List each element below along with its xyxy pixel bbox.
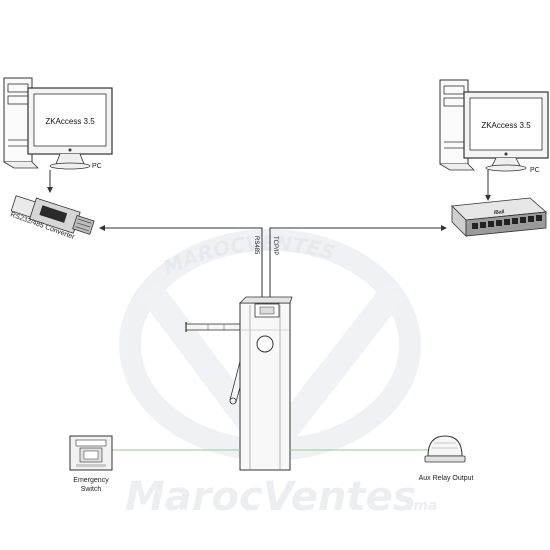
- rs485-label: RS485: [253, 236, 259, 255]
- network-switch: iBall: [451, 197, 547, 237]
- rs485-link: [99, 225, 263, 300]
- aux-relay-label: Aux Relay Output: [419, 475, 474, 482]
- turnstile-hub: [256, 335, 274, 353]
- right-pc-tower: [439, 79, 475, 171]
- tcpip-link: [269, 225, 447, 300]
- rs232-485-converter: RS232/485 Converter: [9, 195, 95, 241]
- left-pc-label: PC: [92, 163, 102, 170]
- right-pc-screen-text: ZKAccess 3.5: [481, 121, 531, 130]
- left-pc: ZKAccess 3.5 PC: [3, 77, 113, 170]
- right-pc-monitor: ZKAccess 3.5: [463, 91, 549, 172]
- left-pc-screen-text: ZKAccess 3.5: [45, 117, 95, 126]
- tcpip-label: TCP/IP: [272, 236, 278, 255]
- emergency-label-line2: Switch: [81, 486, 102, 493]
- emergency-label-line1: Emergency: [73, 477, 109, 484]
- switch-brand: iBall: [494, 209, 506, 216]
- turnstile: [185, 296, 293, 471]
- emergency-switch: Emergency Switch: [69, 435, 113, 493]
- left-pc-monitor: ZKAccess 3.5: [27, 87, 113, 170]
- right-pc-label: PC: [530, 167, 540, 174]
- aux-relay-beacon: Aux Relay Output: [419, 435, 474, 482]
- watermark-suffix: .ma: [408, 498, 437, 514]
- right-pc: ZKAccess 3.5 PC: [439, 79, 549, 174]
- connections: [99, 225, 447, 300]
- watermark-bottom-text: MarocVentes: [125, 474, 416, 520]
